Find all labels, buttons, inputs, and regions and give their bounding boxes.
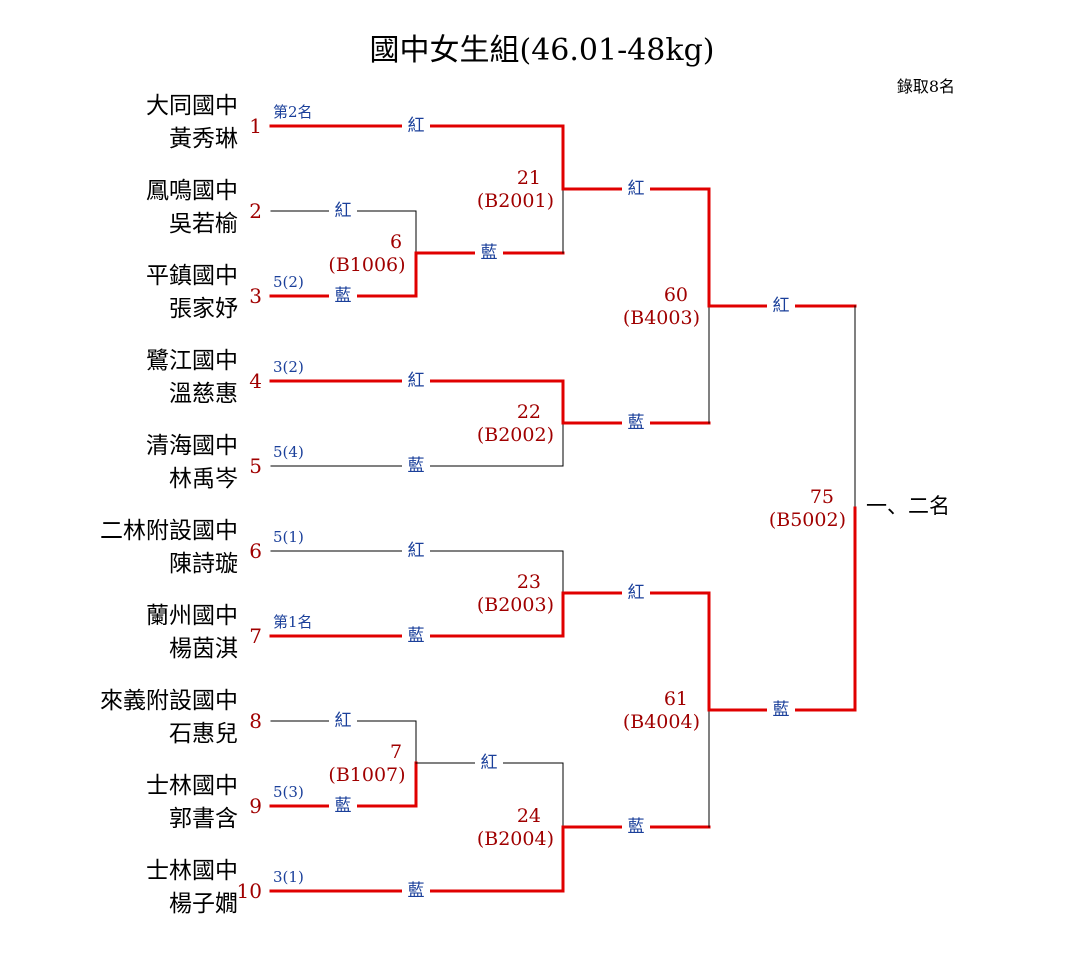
entrant-3: 平鎮國中 張家妤 3 5(2) <box>146 263 304 322</box>
entrant-10: 士林國中 楊子嫺 10 3(1) <box>146 858 304 917</box>
match-code: (B5002) <box>769 509 846 531</box>
match-number: 22 <box>517 401 541 423</box>
match-number: 75 <box>810 486 834 508</box>
match-number: 60 <box>664 284 688 306</box>
entrant-7: 蘭州國中 楊茵淇 7 第1名 <box>146 603 313 662</box>
corner-red-label: 紅 <box>408 116 425 136</box>
seed-number: 7 <box>249 624 262 648</box>
athlete-name: 吳若榆 <box>169 211 238 237</box>
match-22: 22 (B2002) <box>477 401 554 446</box>
athlete-name: 張家妤 <box>169 296 238 322</box>
school-name: 清海國中 <box>146 433 238 459</box>
match-6: 6 (B1006) <box>328 231 405 276</box>
match-code: (B2004) <box>477 828 554 850</box>
athlete-name: 黃秀琳 <box>169 126 238 152</box>
rank-label: 5(1) <box>273 528 304 546</box>
seed-number: 8 <box>249 709 262 733</box>
school-name: 來義附設國中 <box>100 688 238 714</box>
match-number: 23 <box>517 571 541 593</box>
athlete-name: 溫慈惠 <box>169 381 238 407</box>
match-code: (B2002) <box>477 424 554 446</box>
corner-blue-label: 藍 <box>408 881 425 901</box>
seed-number: 2 <box>249 199 262 223</box>
corner-red-label: 紅 <box>335 711 352 731</box>
entrant-5: 清海國中 林禹岑 5 5(4) <box>146 433 304 492</box>
corner-blue-label: 藍 <box>408 456 425 476</box>
match-code: (B4003) <box>623 307 700 329</box>
entrant-6: 二林附設國中 陳詩璇 6 5(1) <box>100 518 304 577</box>
school-name: 蘭州國中 <box>146 603 238 629</box>
seed-number: 5 <box>249 454 262 478</box>
corner-red-label: 紅 <box>628 179 645 199</box>
corner-red-label: 紅 <box>335 201 352 221</box>
match-number: 7 <box>390 741 402 763</box>
final-placement-label: 一、二名 <box>866 494 950 518</box>
match-number: 21 <box>517 167 541 189</box>
corner-blue-label: 藍 <box>408 626 425 646</box>
match-75: 75 (B5002) <box>769 486 846 531</box>
rank-label: 5(3) <box>273 783 304 801</box>
quota-note: 錄取8名 <box>897 77 955 96</box>
school-name: 鷺江國中 <box>146 348 238 374</box>
rank-label: 第1名 <box>273 613 313 631</box>
match-24: 24 (B2004) <box>477 805 554 850</box>
corner-red-label: 紅 <box>773 296 790 316</box>
rank-label: 5(2) <box>273 273 304 291</box>
match-code: (B2003) <box>477 594 554 616</box>
match-number: 6 <box>390 231 402 253</box>
corner-labels: 紅 藍 紅 藍 紅 藍 紅 藍 紅 藍 紅 藍 紅 藍 紅 <box>329 114 795 901</box>
seed-number: 10 <box>237 879 262 903</box>
corner-red-label: 紅 <box>408 541 425 561</box>
match-code: (B1006) <box>328 254 405 276</box>
school-name: 大同國中 <box>146 93 238 119</box>
entrant-2: 鳳鳴國中 吳若榆 2 <box>146 178 262 237</box>
rank-label: 3(1) <box>273 868 304 886</box>
match-23: 23 (B2003) <box>477 571 554 616</box>
school-name: 平鎮國中 <box>146 263 238 289</box>
seed-number: 4 <box>249 369 262 393</box>
corner-red-label: 紅 <box>628 583 645 603</box>
match-code: (B4004) <box>623 711 700 733</box>
match-code: (B1007) <box>328 764 405 786</box>
match-61: 61 (B4004) <box>623 688 700 733</box>
match-7: 7 (B1007) <box>328 741 405 786</box>
rank-label: 第2名 <box>273 103 313 121</box>
athlete-name: 石惠兒 <box>169 721 238 747</box>
athlete-name: 楊茵淇 <box>169 636 238 662</box>
page-title: 國中女生組(46.01-48kg) <box>370 33 715 68</box>
corner-blue-label: 藍 <box>773 700 790 720</box>
athlete-name: 陳詩璇 <box>169 551 238 577</box>
seed-number: 6 <box>249 539 262 563</box>
corner-blue-label: 藍 <box>481 243 498 263</box>
seed-number: 3 <box>249 284 262 308</box>
seed-number: 1 <box>249 114 262 138</box>
corner-red-label: 紅 <box>408 371 425 391</box>
seed-number: 9 <box>249 794 262 818</box>
athlete-name: 楊子嫺 <box>169 891 238 917</box>
rank-label: 3(2) <box>273 358 304 376</box>
corner-red-label: 紅 <box>481 753 498 773</box>
entrant-8: 來義附設國中 石惠兒 8 <box>100 688 262 747</box>
match-code: (B2001) <box>477 190 554 212</box>
entrant-4: 鷺江國中 溫慈惠 4 3(2) <box>146 348 304 407</box>
corner-blue-label: 藍 <box>335 796 352 816</box>
school-name: 士林國中 <box>146 858 238 884</box>
rank-label: 5(4) <box>273 443 304 461</box>
corner-blue-label: 藍 <box>628 817 645 837</box>
entrant-1: 大同國中 黃秀琳 1 第2名 <box>146 93 313 152</box>
match-number: 61 <box>664 688 688 710</box>
school-name: 士林國中 <box>146 773 238 799</box>
school-name: 鳳鳴國中 <box>146 178 238 204</box>
entrant-9: 士林國中 郭書含 9 5(3) <box>146 773 304 832</box>
corner-blue-label: 藍 <box>628 413 645 433</box>
match-60: 60 (B4003) <box>623 284 700 329</box>
corner-blue-label: 藍 <box>335 286 352 306</box>
athlete-name: 林禹岑 <box>169 466 238 492</box>
school-name: 二林附設國中 <box>100 518 238 544</box>
match-21: 21 (B2001) <box>477 167 554 212</box>
athlete-name: 郭書含 <box>169 806 238 832</box>
match-number: 24 <box>517 805 541 827</box>
